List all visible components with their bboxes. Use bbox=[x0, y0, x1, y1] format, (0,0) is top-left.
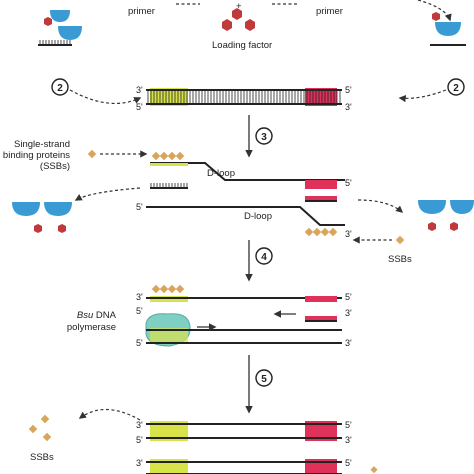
released-recombinase-right bbox=[357, 199, 474, 231]
ssb-diamond-icon bbox=[304, 227, 314, 237]
svg-text:5': 5' bbox=[345, 85, 352, 95]
polymerase-label: Bsu DNA polymerase bbox=[67, 310, 117, 333]
svg-text:5': 5' bbox=[136, 338, 143, 348]
ssb-diamond-icon bbox=[151, 151, 161, 161]
svg-text:binding proteins: binding proteins bbox=[3, 150, 70, 161]
recombinase-icon bbox=[58, 26, 82, 40]
loading-factor-hexagon-icon bbox=[232, 8, 242, 20]
ssb-diamond-icon bbox=[167, 284, 177, 294]
ssb-diamond-icon bbox=[370, 466, 378, 474]
svg-text:3': 3' bbox=[345, 338, 352, 348]
released-recombinase-left bbox=[12, 187, 141, 233]
svg-text:5': 5' bbox=[345, 178, 352, 188]
recombinase-icon bbox=[50, 10, 70, 22]
ssb-diamond-icon bbox=[87, 149, 97, 159]
ssb-diamond-icon bbox=[175, 151, 185, 161]
step-2-right: 2 bbox=[447, 78, 465, 96]
ssb-diamond-icon bbox=[159, 284, 169, 294]
recombinase-icon bbox=[418, 200, 446, 214]
svg-text:3': 3' bbox=[136, 85, 143, 95]
loading-factor-hexagon-icon bbox=[428, 222, 436, 231]
ssb-diamond-icon bbox=[167, 151, 177, 161]
loading-factor-hexagon-icon bbox=[432, 12, 440, 21]
loading-factor-group bbox=[222, 8, 255, 31]
svg-text:5': 5' bbox=[345, 458, 352, 468]
amplified-product-2: 3' 5' bbox=[136, 458, 378, 474]
ssb-diamond-icon bbox=[320, 227, 330, 237]
svg-text:5': 5' bbox=[136, 202, 143, 212]
svg-text:3': 3' bbox=[136, 458, 143, 468]
loading-factor-hexagon-icon bbox=[222, 19, 232, 31]
recombinase-icon bbox=[12, 202, 40, 216]
ssb-diamond-icon bbox=[328, 227, 338, 237]
step-5: 5 bbox=[255, 369, 273, 387]
svg-text:3': 3' bbox=[345, 229, 352, 239]
step-4: 4 bbox=[255, 247, 273, 265]
step-3: 3 bbox=[255, 127, 273, 145]
svg-text:polymerase: polymerase bbox=[67, 322, 116, 333]
loading-factor-label: Loading factor bbox=[212, 40, 272, 51]
svg-text:4: 4 bbox=[261, 252, 267, 263]
svg-text:5': 5' bbox=[136, 102, 143, 112]
svg-text:2: 2 bbox=[453, 83, 459, 94]
svg-text:3': 3' bbox=[345, 435, 352, 445]
step-2-left: 2 bbox=[51, 78, 69, 96]
plus-sign: + bbox=[236, 1, 242, 12]
d-loop-label-upper: D-loop bbox=[207, 168, 235, 179]
svg-text:3': 3' bbox=[136, 292, 143, 302]
svg-text:3: 3 bbox=[261, 132, 267, 143]
loading-factor-hexagon-icon bbox=[245, 19, 255, 31]
svg-text:3': 3' bbox=[136, 420, 143, 430]
loading-factor-hexagon-icon bbox=[450, 222, 458, 231]
svg-text:Bsu DNA: Bsu DNA bbox=[77, 310, 117, 321]
ssbs-label-right: SSBs bbox=[388, 254, 412, 265]
svg-text:3': 3' bbox=[345, 308, 352, 318]
loading-factor-hexagon-icon bbox=[58, 224, 66, 233]
recombinase-primer-complex-left bbox=[38, 10, 82, 46]
loading-factor-hexagon-icon bbox=[34, 224, 42, 233]
svg-text:Single-strand: Single-strand bbox=[14, 139, 70, 150]
ssb-diamond-icon bbox=[395, 235, 405, 245]
loading-factor-hexagon-icon bbox=[44, 17, 52, 26]
recombinase-icon bbox=[435, 22, 461, 36]
recombinase-icon bbox=[44, 202, 72, 216]
ssb-diamond-icon bbox=[312, 227, 322, 237]
primer-label-left: primer bbox=[128, 6, 155, 17]
released-ssbs bbox=[28, 414, 52, 442]
svg-text:5': 5' bbox=[345, 420, 352, 430]
recombinase-primer-complex-right bbox=[430, 12, 466, 46]
svg-text:5': 5' bbox=[136, 306, 143, 316]
ssbs-label-left: SSBs bbox=[30, 452, 54, 463]
amplified-product: 3' 5' 5' 3' bbox=[136, 420, 352, 445]
recombinase-icon bbox=[450, 200, 474, 214]
ssb-diamond-icon bbox=[151, 284, 161, 294]
svg-text:3': 3' bbox=[345, 102, 352, 112]
ssb-diamond-icon bbox=[159, 151, 169, 161]
ssb-label-left: Single-strand binding proteins (SSBs) bbox=[3, 139, 70, 172]
svg-text:5: 5 bbox=[261, 374, 267, 385]
svg-text:2: 2 bbox=[57, 83, 63, 94]
svg-text:5': 5' bbox=[136, 435, 143, 445]
d-loop-structure: D-loop 5' 5' D-loop 3' bbox=[136, 151, 352, 239]
primer-label-right: primer bbox=[316, 6, 343, 17]
ssb-diamond-icon bbox=[175, 284, 185, 294]
d-loop-label-lower: D-loop bbox=[244, 211, 272, 222]
svg-text:(SSBs): (SSBs) bbox=[40, 161, 70, 172]
elongation-stage: 3' 5' 5' 3' 3' 5' bbox=[136, 284, 352, 348]
svg-text:5': 5' bbox=[345, 292, 352, 302]
template-duplex: 3' 5' 5' 3' bbox=[136, 85, 352, 112]
